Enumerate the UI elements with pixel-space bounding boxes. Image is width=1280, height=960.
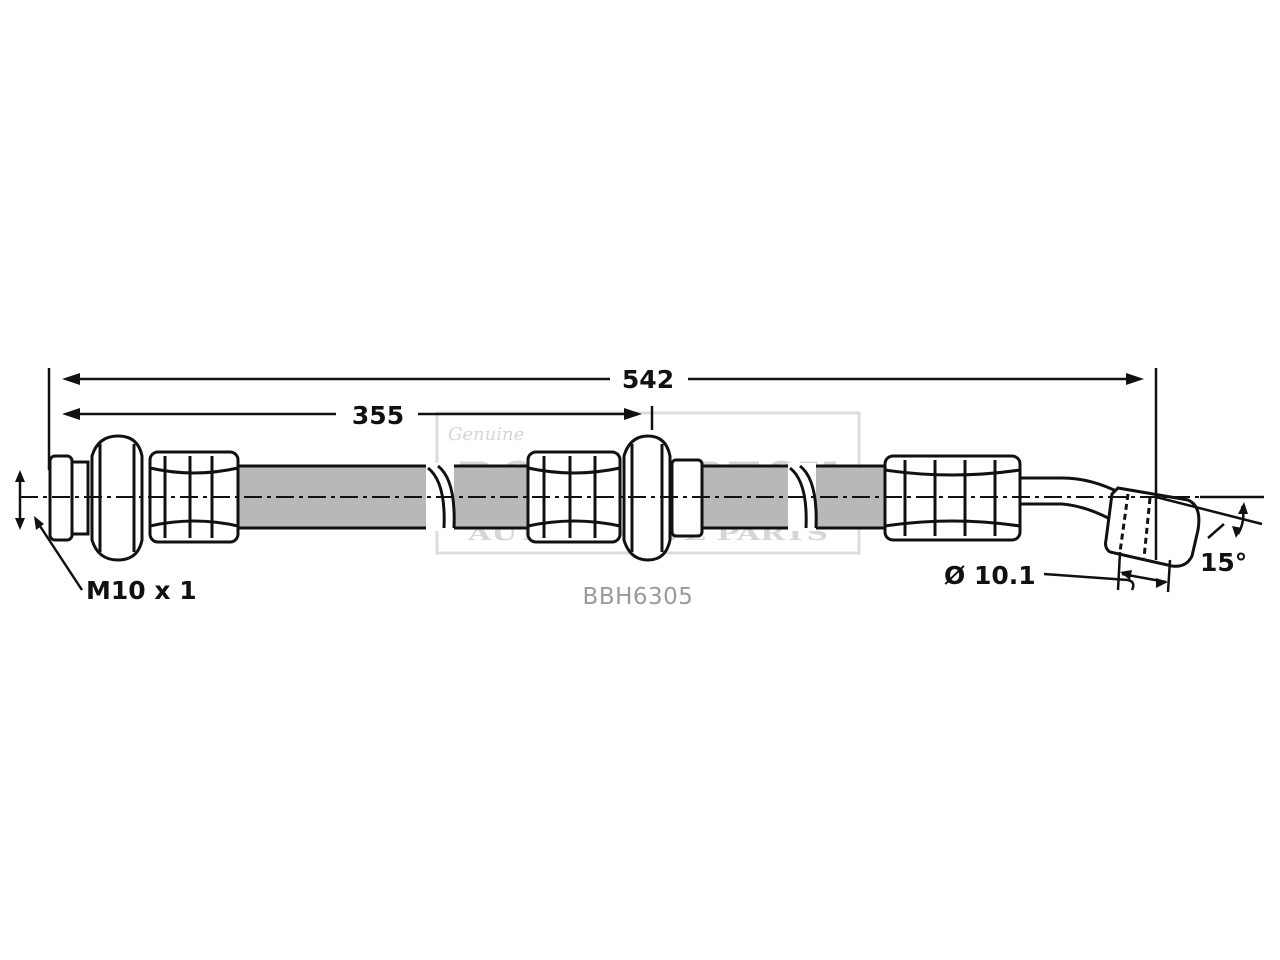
watermark-script: Genuine [448,424,524,445]
middle-hex-nut [622,434,672,562]
thread-callout [15,470,84,591]
diameter-callout [1043,551,1172,593]
dimension-overall: 542 [62,365,1144,394]
diameter-label: Ø 10.1 [944,561,1036,590]
dimension-intermediate-label: 355 [352,401,404,430]
dimension-overall-label: 542 [622,365,674,394]
thread-spec-label: M10 x 1 [86,576,197,605]
angle-callout [1155,495,1264,539]
extension-lines [47,368,1158,560]
part-number-label: BBH6305 [583,584,694,610]
right-bent-tube [1018,476,1124,523]
right-end-fitting [883,454,1201,568]
right-banjo-nut [1104,486,1201,568]
dimension-intermediate: 355 [62,401,642,430]
angle-label: 15° [1200,548,1247,577]
